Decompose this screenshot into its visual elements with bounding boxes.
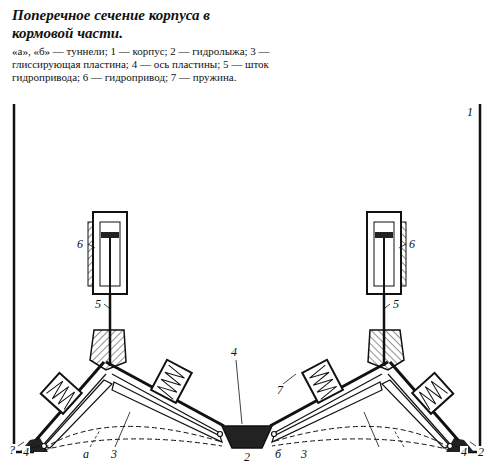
callout-number: 4	[460, 446, 468, 458]
callout-number: 4	[230, 346, 238, 358]
callout-number: 3	[110, 448, 118, 460]
callout-number: 2	[243, 451, 251, 463]
callout-number: 4	[22, 446, 30, 458]
callout-number: 3	[300, 448, 308, 460]
callout-number: а	[82, 448, 90, 460]
callout-number: 6	[76, 238, 84, 250]
callout-number: 5	[94, 298, 102, 310]
callout-number: 7	[276, 384, 284, 396]
callout-number: 2	[477, 446, 485, 458]
callout-number: 6	[408, 238, 416, 250]
callout-number: б	[274, 448, 282, 460]
figure-caption: «а», «б» — туннели; 1 — корпус; 2 — гидр…	[12, 45, 312, 84]
figure-title: Поперечное сечение корпуса в кормовой ча…	[12, 6, 262, 42]
callout-number: 5	[392, 298, 400, 310]
callout-number: 1	[466, 106, 474, 118]
callout-number: ?	[8, 444, 16, 456]
